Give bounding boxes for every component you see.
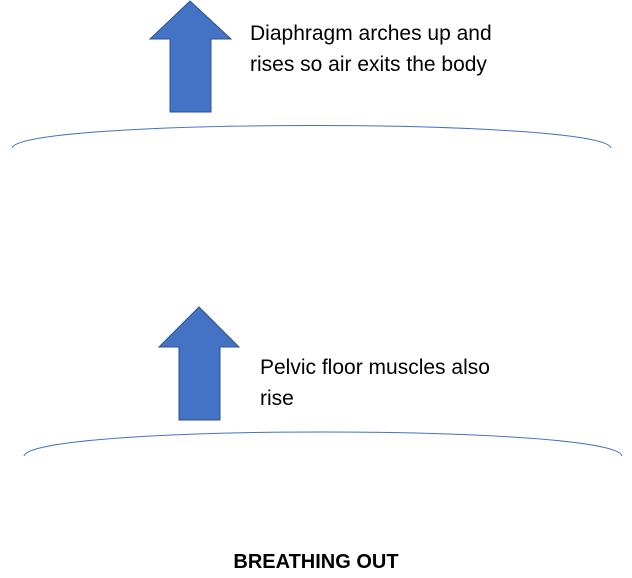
diaphragm-label-line2: rises so air exits the body [250, 53, 487, 76]
pelvic-floor-label-line2: rise [260, 387, 294, 410]
pelvic-floor-arc [23, 431, 623, 457]
diaphragm-arc [11, 125, 612, 149]
pelvic-floor-label-line1: Pelvic floor muscles also [260, 356, 490, 379]
pelvic-floor-label: Pelvic floor muscles also rise [260, 352, 490, 414]
pelvic-floor-up-arrow [157, 306, 241, 421]
diaphragm-label-line1: Diaphragm arches up and [250, 22, 492, 45]
diaphragm-label: Diaphragm arches up and rises so air exi… [250, 18, 492, 80]
diagram-title: BREATHING OUT [233, 551, 399, 573]
diaphragm-up-arrow [148, 0, 233, 113]
